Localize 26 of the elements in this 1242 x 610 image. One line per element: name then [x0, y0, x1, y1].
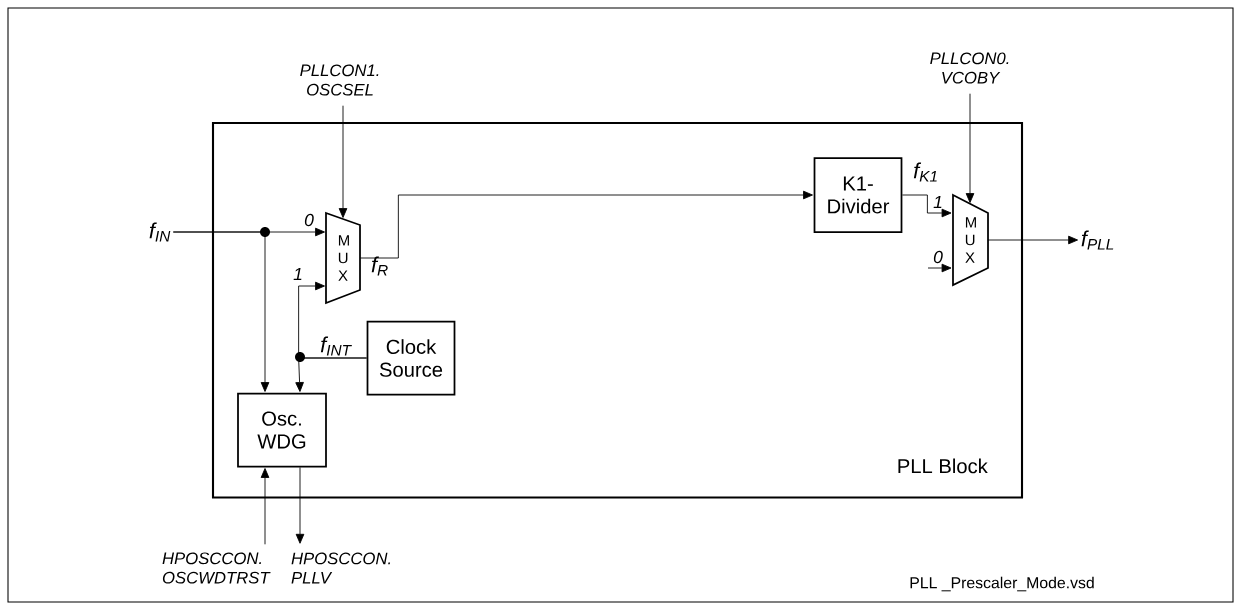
edge-label: 0 — [933, 250, 943, 264]
file-name: PLL _Prescaler_Mode.vsd — [910, 576, 1094, 592]
watchdog-box: Osc. WDG — [237, 392, 327, 468]
register-label: HPOSCCON. OSCWDTRST — [162, 552, 271, 584]
register-label: PLLCON0. VCOBY — [930, 52, 1009, 84]
edge-label: f$_{INT}$ — [320, 336, 352, 356]
input-label: 1 — [933, 195, 942, 209]
register-label: HPOSCCON. PLLV — [291, 552, 391, 584]
signal-label: f$_{IN}$ — [149, 222, 171, 242]
signal-arrow — [359, 190, 813, 259]
clock-source-box: Clock Source — [366, 320, 456, 396]
signal-arrow — [901, 194, 952, 218]
signal-label: f$_{PLL}$ — [1081, 230, 1114, 250]
edge-label: f$_{R}$ — [371, 256, 388, 276]
edge-label: f$_{K1}$ — [913, 162, 937, 182]
signal-arrow — [965, 93, 975, 203]
signal-arrow — [172, 231, 270, 392]
signal-arrow — [295, 357, 368, 392]
register-label: PLLCON1. OSCSEL — [300, 64, 379, 96]
signal-arrow — [927, 263, 952, 273]
signal-arrow — [338, 105, 348, 218]
signal-arrow — [260, 468, 270, 545]
signal-arrow — [295, 466, 305, 544]
signal-arrow — [987, 235, 1078, 245]
input-label: 1 — [293, 267, 302, 281]
input-label: 0 — [304, 213, 314, 227]
